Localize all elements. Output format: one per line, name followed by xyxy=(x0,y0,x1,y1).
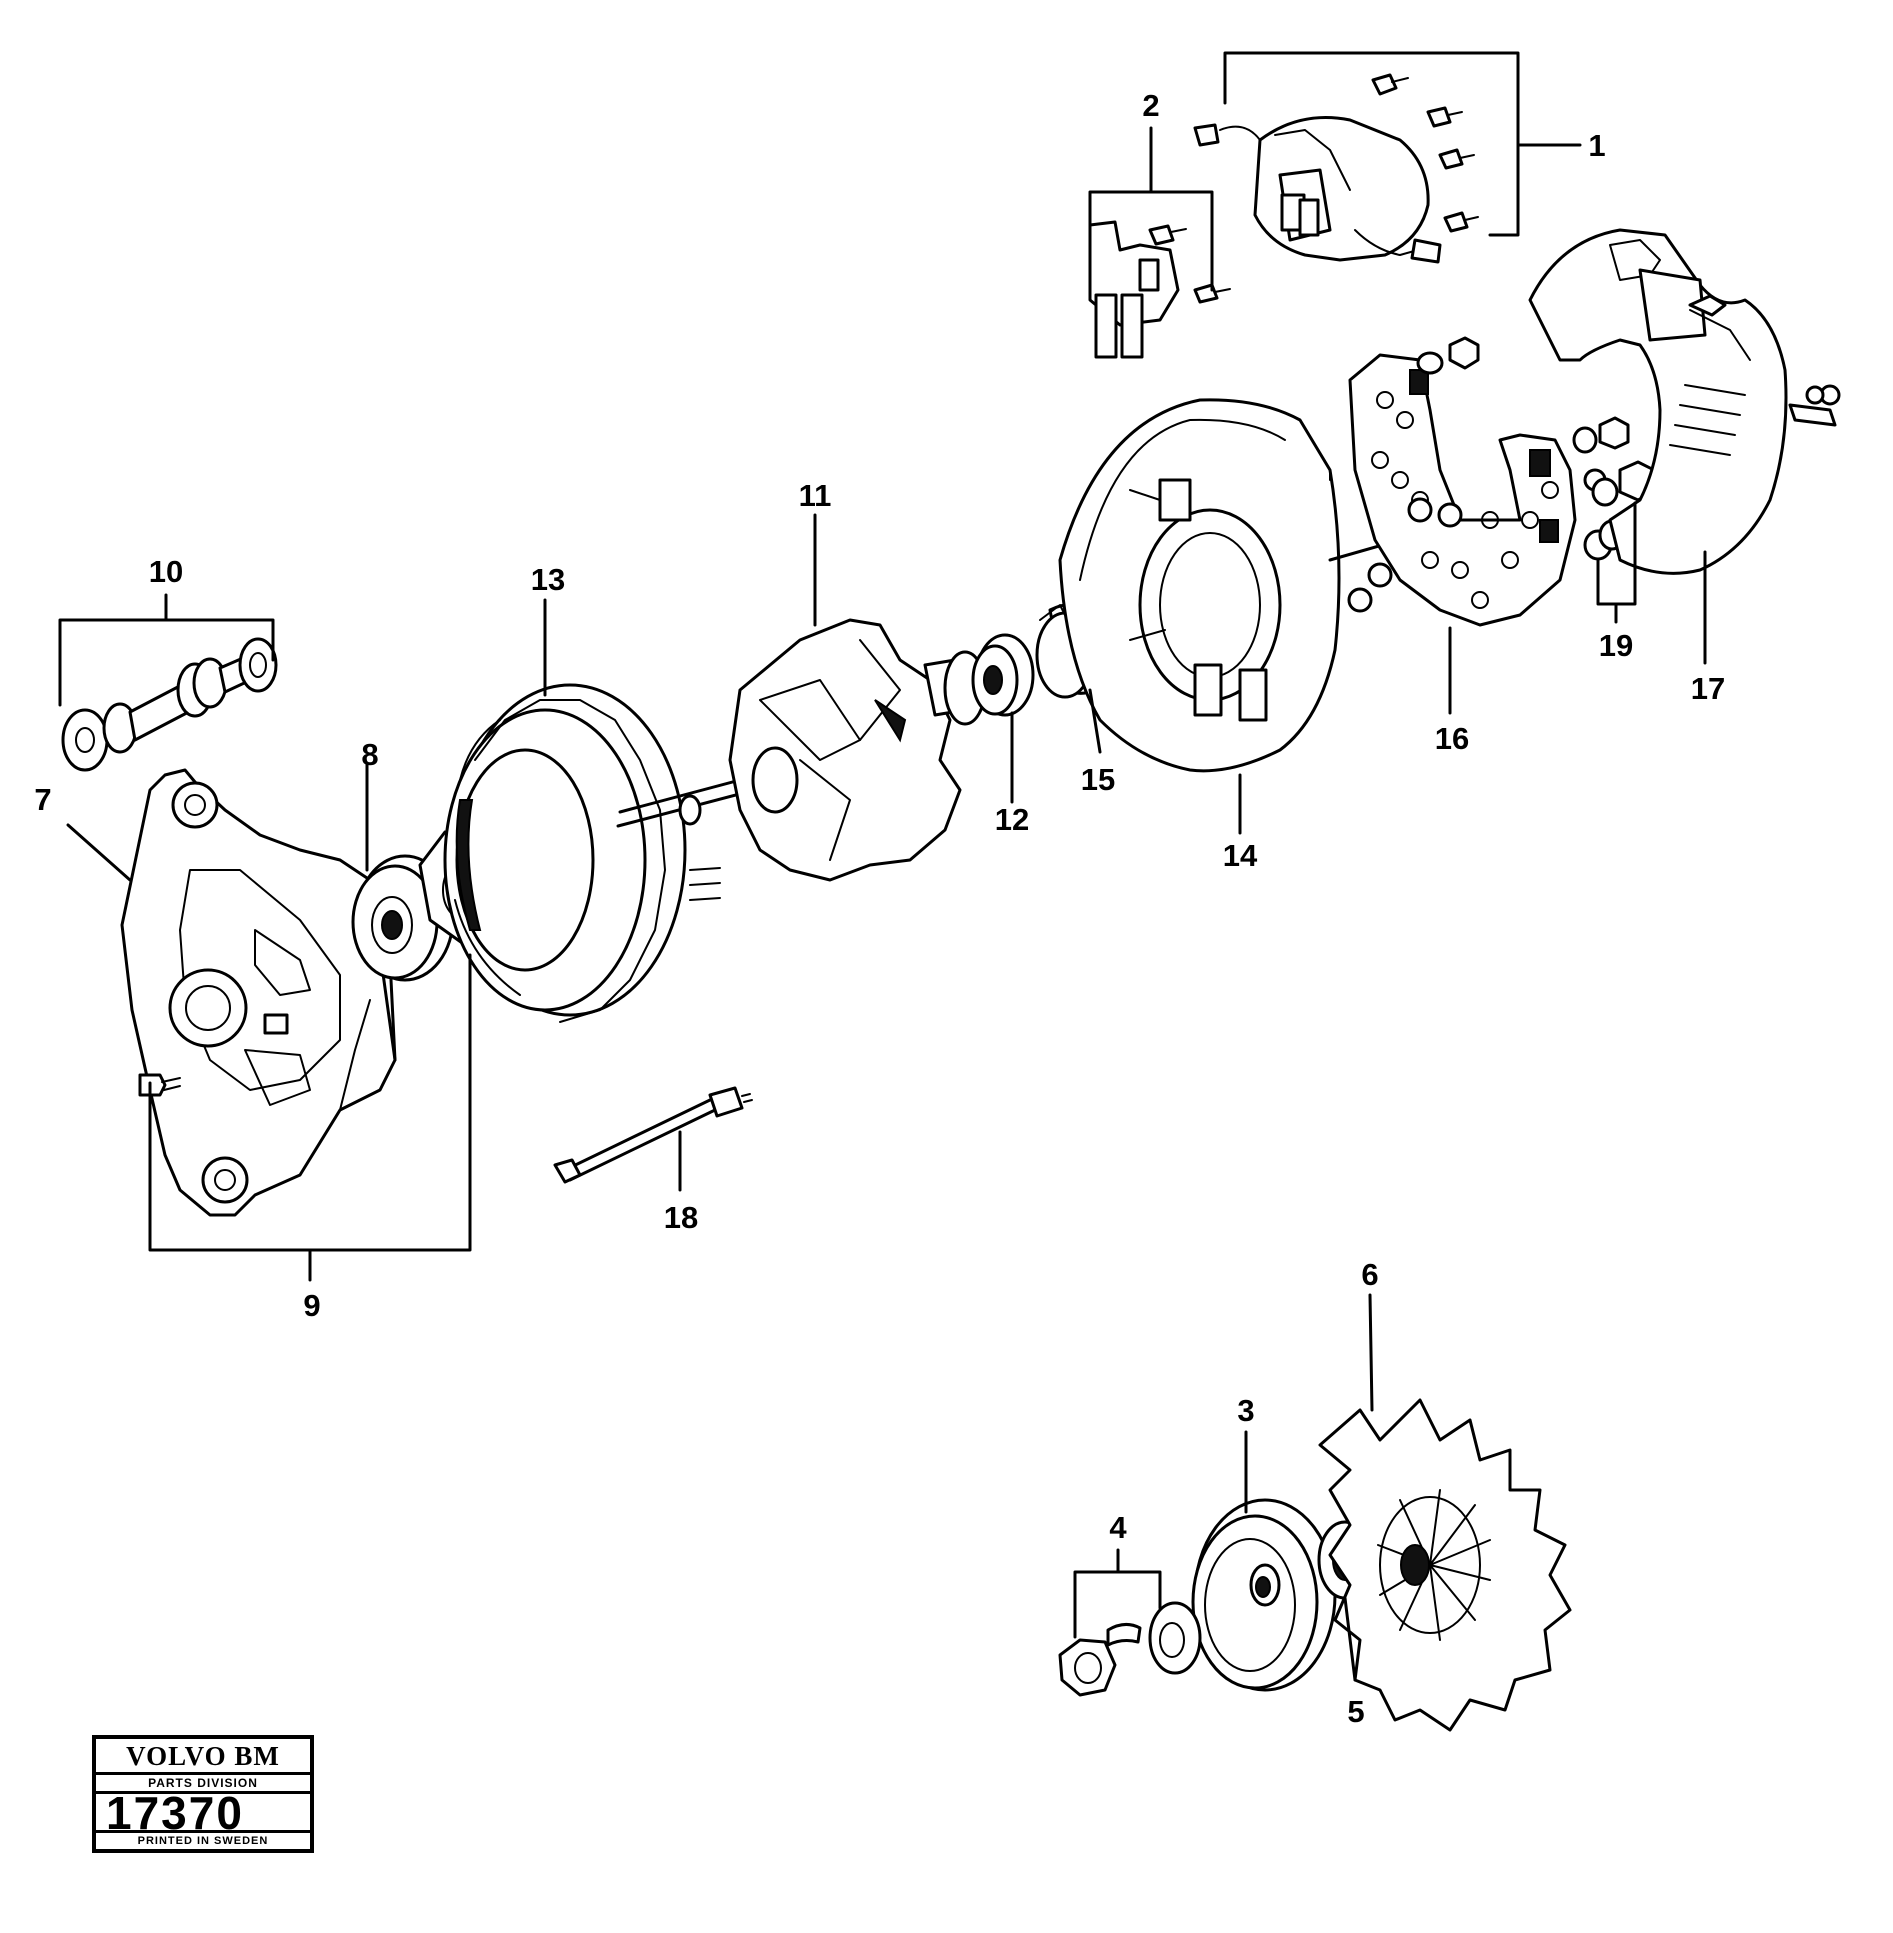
callout-2: 2 xyxy=(1142,88,1159,123)
through-bolt xyxy=(553,1086,753,1184)
stamp-number: 17370 xyxy=(106,1787,244,1839)
callout-3: 3 xyxy=(1237,1393,1254,1428)
callout-14: 14 xyxy=(1223,838,1258,873)
callout-8: 8 xyxy=(361,737,378,772)
callout-11: 11 xyxy=(799,478,832,513)
callout-1: 1 xyxy=(1588,128,1605,163)
callout-12: 12 xyxy=(995,802,1029,837)
callout-9: 9 xyxy=(303,1288,320,1323)
callout-13: 13 xyxy=(531,562,565,597)
drive-end-bracket xyxy=(120,768,397,1217)
regulator-screws xyxy=(1371,73,1479,233)
stamp-division: PARTS DIVISION xyxy=(96,1772,310,1794)
callout-6: 6 xyxy=(1361,1257,1378,1292)
slip-ring-end-bracket xyxy=(1058,398,1341,773)
stator xyxy=(443,683,721,1023)
callout-10: 10 xyxy=(149,554,183,589)
end-cover xyxy=(1528,228,1841,575)
callout-7: 7 xyxy=(34,782,51,817)
stamp-printed: PRINTED IN SWEDEN xyxy=(96,1830,310,1849)
fan xyxy=(1318,1398,1572,1732)
regulator-assembly xyxy=(1193,73,1479,264)
callout-17: 17 xyxy=(1691,671,1725,706)
slip-ring-bearing xyxy=(971,633,1035,717)
bushing-kit xyxy=(61,637,278,772)
callout-4: 4 xyxy=(1109,1510,1127,1545)
callout-5: 5 xyxy=(1347,1694,1364,1729)
brush-holder xyxy=(1088,220,1231,359)
callout-labels: 1 2 3 4 5 6 7 8 9 10 11 12 13 14 15 16 1… xyxy=(34,88,1725,1729)
volvo-bm-stamp: VOLVO BM PARTS DIVISION 17370 PRINTED IN… xyxy=(92,1735,314,1853)
callout-18: 18 xyxy=(664,1200,698,1235)
rectifier-plate xyxy=(1347,353,1577,627)
rotor xyxy=(616,618,987,882)
pulley xyxy=(1191,1498,1337,1692)
stamp-brand: VOLVO BM xyxy=(126,1741,280,1771)
callout-15: 15 xyxy=(1081,762,1115,797)
leader-lines xyxy=(58,51,1707,1682)
callout-16: 16 xyxy=(1435,721,1469,756)
nut-key-spacer-kit xyxy=(1058,1601,1202,1697)
callout-19: 19 xyxy=(1599,628,1633,663)
